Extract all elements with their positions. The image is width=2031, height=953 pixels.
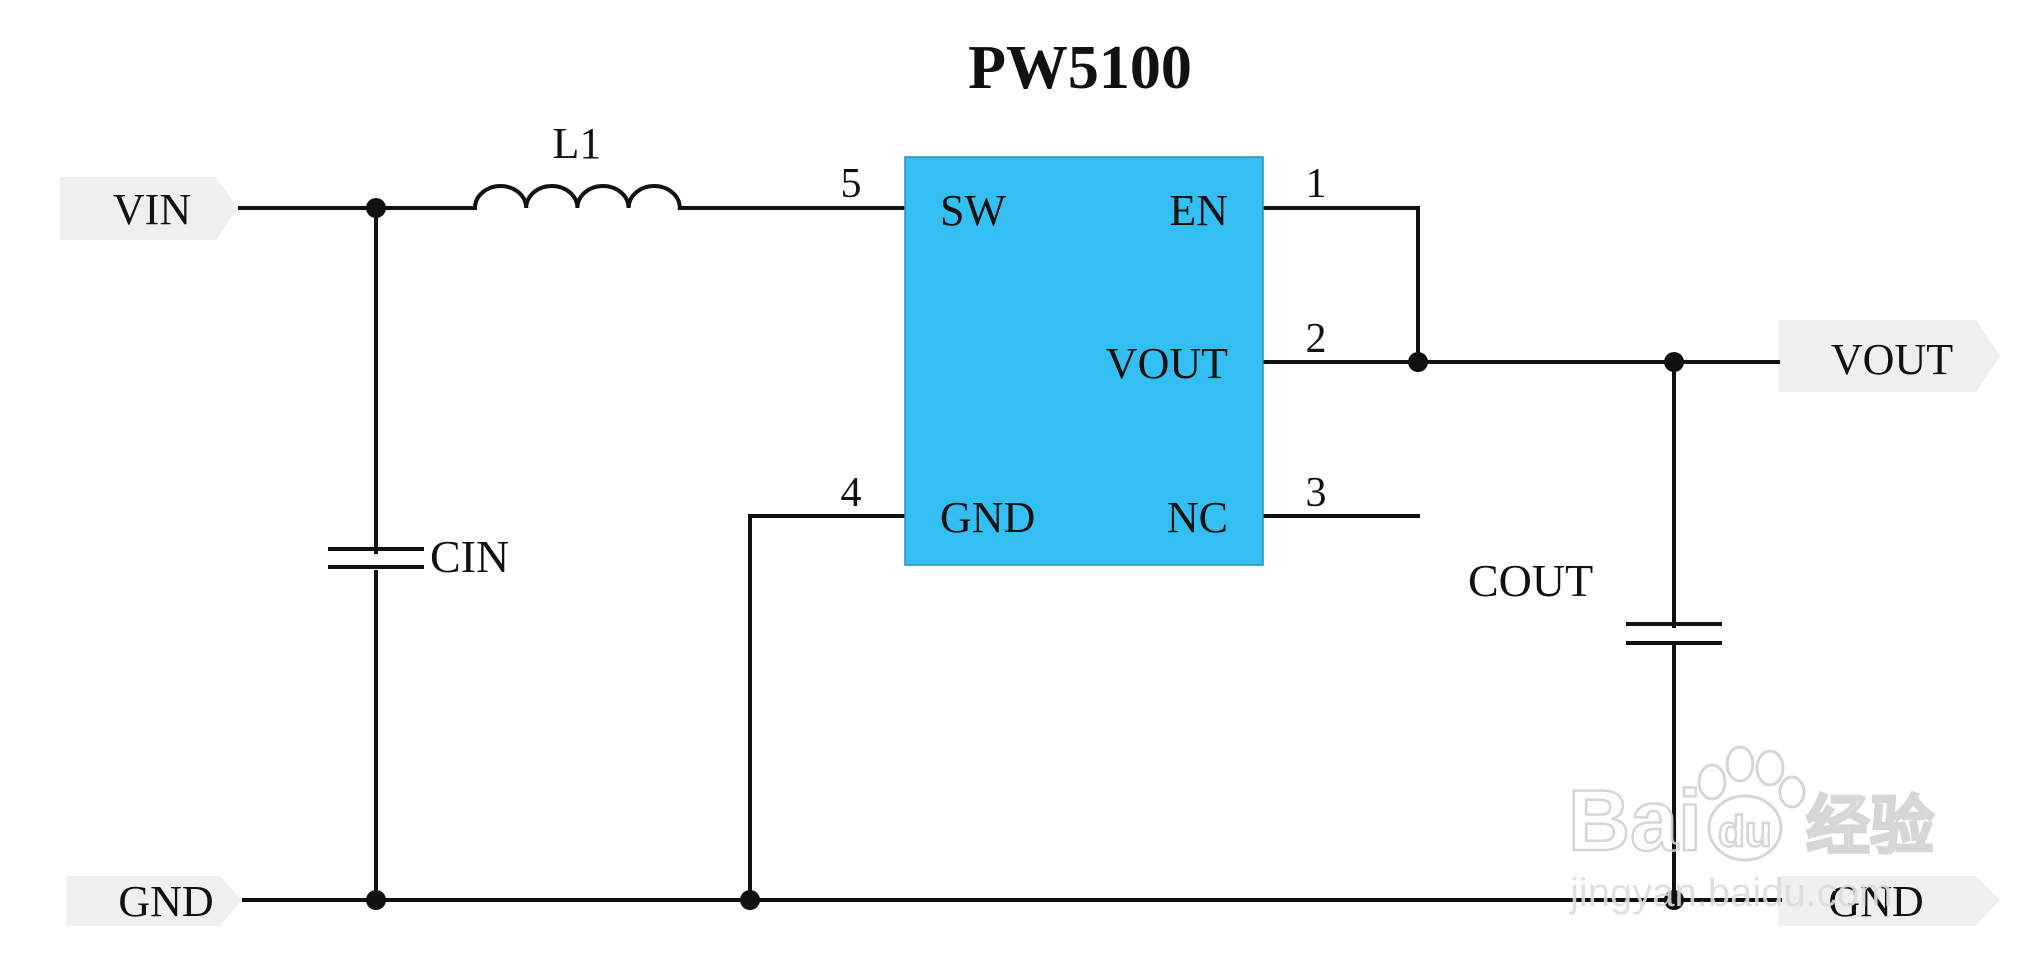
- port-gnd-left-shape: [66, 876, 242, 926]
- pin-gnd-name: GND: [940, 493, 1035, 542]
- diagram-title: PW5100: [968, 34, 1192, 102]
- port-gnd-right-shape: [1778, 876, 2000, 926]
- pin-number-2: 2: [1306, 316, 1327, 362]
- port-vout-label: VOUT: [1831, 335, 1953, 384]
- pin-number-3: 3: [1306, 470, 1327, 516]
- watermark-url: jingyan.baidu.com: [1569, 871, 1892, 915]
- capacitor-cout: COUT: [1468, 555, 1722, 645]
- port-gnd-left: GND: [66, 876, 242, 926]
- watermark-brand: Bai: [1568, 773, 1702, 869]
- paw-toe-2: [1725, 745, 1755, 783]
- paw-toe-4: [1778, 775, 1806, 809]
- paw-toe-3: [1755, 749, 1785, 787]
- pin-number-1: 1: [1306, 161, 1327, 207]
- baidu-watermark: Bai du 经验 jingyan.baidu.com: [1567, 745, 1935, 915]
- junctions: [366, 198, 1684, 910]
- cin-label: CIN: [430, 531, 509, 582]
- port-gnd-right: GND: [1778, 876, 2000, 926]
- port-vin: VIN: [60, 177, 238, 240]
- capacitor-cin: CIN: [328, 531, 509, 582]
- paw-toe-1: [1697, 763, 1727, 801]
- chip-body: [904, 156, 1264, 566]
- cout-label: COUT: [1468, 555, 1593, 606]
- chip-pw5100: SW EN VOUT GND NC: [904, 156, 1264, 566]
- port-vin-shape: [60, 177, 238, 240]
- port-vout-shape: [1778, 320, 2000, 392]
- junction-en-vout: [1408, 352, 1428, 372]
- watermark-chinese: 经验: [1806, 790, 1934, 862]
- inductor-coil: [472, 184, 682, 211]
- pin-vout-name: VOUT: [1106, 339, 1228, 388]
- paw-icon: du: [1697, 745, 1806, 862]
- watermark-paw-text: du: [1718, 807, 1772, 856]
- port-vout: VOUT: [1778, 320, 2000, 392]
- pin-sw-name: SW: [940, 186, 1006, 235]
- pin-numbers: 5 1 2 4 3: [841, 161, 1327, 516]
- paw-pad: [1707, 794, 1783, 862]
- junction-vout-cout: [1664, 352, 1684, 372]
- pin-en-name: EN: [1169, 186, 1228, 235]
- pin-number-5: 5: [841, 161, 862, 207]
- junction-gnd-chip: [740, 890, 760, 910]
- port-gnd-left-label: GND: [118, 877, 213, 926]
- port-vin-label: VIN: [113, 185, 191, 234]
- port-gnd-right-label: GND: [1828, 877, 1923, 926]
- wires: [238, 206, 1782, 902]
- inductor-l1: L1: [472, 119, 682, 211]
- junction-vin: [366, 198, 386, 218]
- pin-nc-name: NC: [1167, 493, 1228, 542]
- pin-number-4: 4: [841, 470, 862, 516]
- junction-gnd-cout: [1664, 890, 1684, 910]
- junction-gnd-cin: [366, 890, 386, 910]
- inductor-label: L1: [553, 119, 602, 168]
